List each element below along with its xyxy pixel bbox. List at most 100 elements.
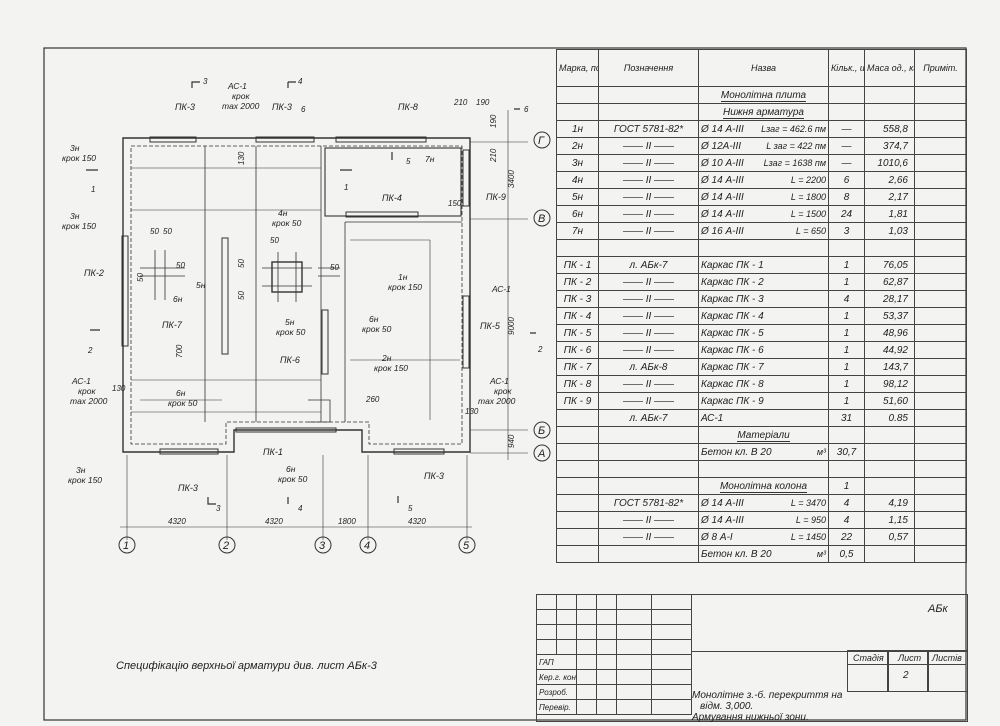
axis-labels: 1 2 3 4 5 Г В Б А xyxy=(123,135,545,552)
cell-mass: 48,96 xyxy=(864,324,915,342)
item-name: Ø 14 А-III xyxy=(701,497,744,509)
ac-label: крок xyxy=(494,386,512,396)
section-label: 3 xyxy=(203,77,208,86)
frame-pk3 xyxy=(393,448,445,455)
cell-name: Каркас ПК - 5 xyxy=(698,324,829,342)
cell-mass: 28,17 xyxy=(864,290,915,308)
cell-designation: —— II —— xyxy=(598,375,699,393)
axis-label-y: Г xyxy=(538,135,545,147)
cell-note xyxy=(914,358,967,376)
cell-qty: 3 xyxy=(828,222,865,240)
frame-labels: ПК-1 ПК-2 ПК-3 ПК-3 ПК-3 ПК-3 ПК-4 ПК-5 … xyxy=(84,102,506,493)
cell-designation xyxy=(598,86,699,104)
rebar-step: крок 150 xyxy=(374,363,408,373)
cell-designation xyxy=(598,426,699,444)
ac-labels: АС-1 крок max 2000 АС-1 крок max 2000 АС… xyxy=(70,81,516,406)
dim-right: 9000 xyxy=(507,317,516,335)
cell-mass xyxy=(864,426,915,444)
label-pk6: ПК-6 xyxy=(280,355,300,365)
item-name: Ø 8 А-I xyxy=(701,531,733,543)
cell-qty: 1 xyxy=(828,358,865,376)
cell-note xyxy=(914,341,967,359)
rebar-mark: 1н xyxy=(398,272,408,282)
dim-small: 50 xyxy=(176,261,185,270)
axis-label-x: 5 xyxy=(463,540,470,552)
cell-mark: 1н xyxy=(556,120,599,138)
cell-qty: — xyxy=(828,137,865,155)
label-pk8: ПК-8 xyxy=(398,102,418,112)
section-label: 2 xyxy=(537,345,543,354)
cell-designation: л. АБк-8 xyxy=(598,358,699,376)
item-name: Ø 14 А-III xyxy=(701,174,744,186)
cell-note xyxy=(914,545,967,563)
dim-small: 130 xyxy=(112,384,126,393)
item-name: Каркас ПК - 5 xyxy=(701,327,764,339)
cell-name: Нижня арматура xyxy=(698,103,829,121)
section-label: 1 xyxy=(344,183,348,192)
cell-qty: 1 xyxy=(828,273,865,291)
cell-mass xyxy=(864,460,915,478)
cell-note xyxy=(914,154,967,172)
rebar-labels: 3н крок 150 3н крок 150 3н крок 150 4н к… xyxy=(62,143,435,485)
dimensions: 4320 4320 1800 4320 190 210 3400 9000 94… xyxy=(112,98,516,526)
cell-mass xyxy=(864,103,915,121)
cell-mark: 5н xyxy=(556,188,599,206)
spec-row xyxy=(556,460,967,478)
title-block-grid: ГАП Кер.г. кон. Розроб. Перевір. xyxy=(536,594,692,715)
slab-inner-contour xyxy=(130,145,463,445)
cell-mark xyxy=(556,494,599,512)
section-label: 1 xyxy=(91,185,95,194)
cell-name: Монолітна плита xyxy=(698,86,829,104)
cell-name: Каркас ПК - 6 xyxy=(698,341,829,359)
label-pk9: ПК-9 xyxy=(486,192,506,202)
cell-note xyxy=(914,86,967,104)
header-mark: Марка, поз. xyxy=(556,49,599,87)
sheet-number: 2 xyxy=(903,670,909,681)
header-qty: Кільк., шт. xyxy=(828,49,865,87)
rebar-mark: 5н xyxy=(196,280,206,290)
item-name: Ø 14 А-III xyxy=(701,514,744,526)
ac-label: max 2000 xyxy=(70,396,108,406)
cell-name: Каркас ПК - 2 xyxy=(698,273,829,291)
cell-mass: 62,87 xyxy=(864,273,915,291)
cell-designation: —— II —— xyxy=(598,511,699,529)
dim-top: 210 xyxy=(453,98,468,107)
cell-mass: 374,7 xyxy=(864,137,915,155)
cell-designation: —— II —— xyxy=(598,392,699,410)
frame-pk8 xyxy=(335,136,427,143)
cell-note xyxy=(914,205,967,223)
item-length: м³ xyxy=(816,446,826,457)
cell-note xyxy=(914,120,967,138)
header-note: Приміт. xyxy=(914,49,967,87)
cell-note xyxy=(914,256,967,274)
item-length: L заг = 422 пм xyxy=(766,140,826,151)
cell-mark xyxy=(556,528,599,546)
item-name: АС-1 xyxy=(701,412,724,424)
rebar-step: крок 50 xyxy=(276,327,306,337)
cell-designation xyxy=(598,103,699,121)
cell-designation: —— II —— xyxy=(598,324,699,342)
cell-mark xyxy=(556,545,599,563)
ac-label: АС-1 xyxy=(491,284,511,294)
item-name: Ø 16 А-III xyxy=(701,225,744,237)
cell-qty: 8 xyxy=(828,188,865,206)
cell-mass: 53,37 xyxy=(864,307,915,325)
label-pk7: ПК-7 xyxy=(162,320,183,330)
